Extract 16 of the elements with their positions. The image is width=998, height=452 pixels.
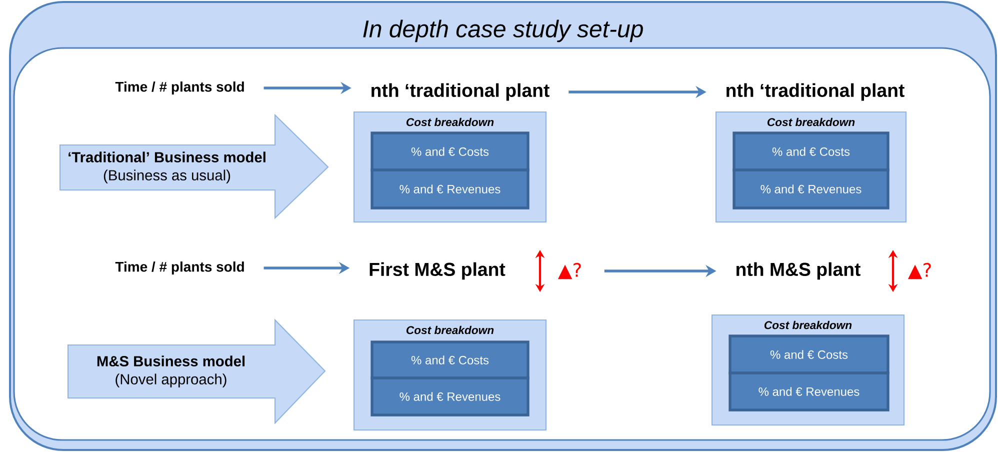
breakdown-row: % and € Costs <box>370 132 530 172</box>
breakdown-row: % and € Revenues <box>370 376 530 416</box>
breakdown-row: % and € Costs <box>370 340 530 380</box>
heading: nth ‘traditional plant <box>372 83 550 101</box>
breakdown-row: % and € Revenues <box>732 168 890 210</box>
text-label: Time / # plants sold <box>115 81 244 95</box>
breakdown-row: % and € Costs <box>728 334 890 374</box>
heading: nth M&S plant <box>736 262 860 280</box>
breakdown-row: % and € Costs <box>732 132 890 172</box>
text-label: Time / # plants sold <box>115 261 244 275</box>
heading: First M&S plant <box>370 262 506 280</box>
breakdown-row: % and € Revenues <box>370 168 530 210</box>
beside-text: ▲? <box>558 262 581 280</box>
heading: nth ‘traditional plant <box>726 83 904 101</box>
beside-text: ▲? <box>908 262 931 280</box>
breakdown-row: % and € Revenues <box>728 372 890 412</box>
